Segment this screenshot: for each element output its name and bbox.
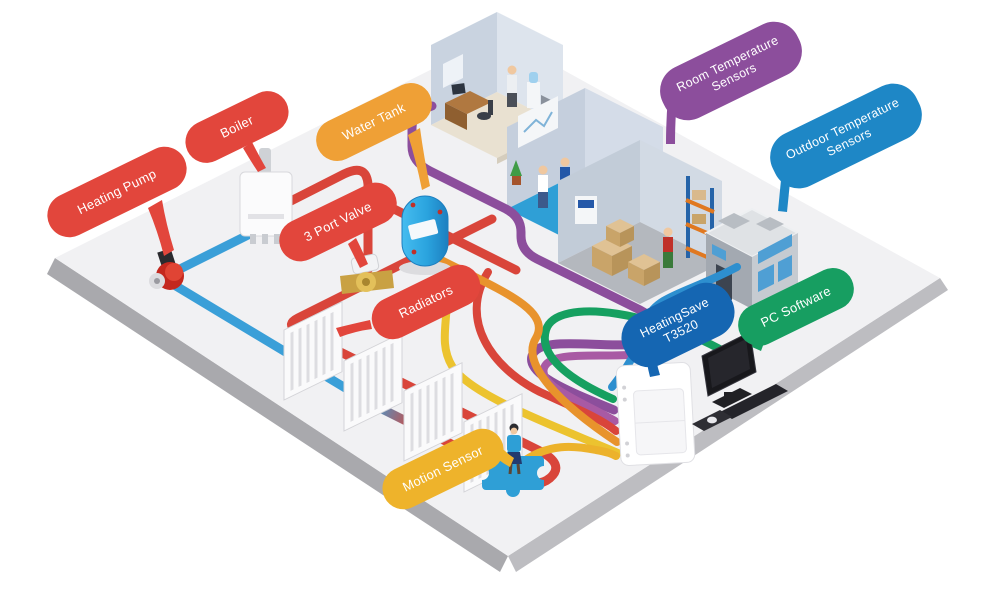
office-person-head bbox=[507, 65, 517, 75]
pc-mouse bbox=[707, 416, 717, 424]
box2-right bbox=[620, 226, 634, 247]
box-right bbox=[612, 246, 632, 276]
pump-cap-screw bbox=[154, 278, 160, 284]
pc-keyboard bbox=[720, 384, 788, 419]
warehouse-worker-shirt bbox=[663, 237, 673, 252]
boiler-pipe-stub-1 bbox=[250, 234, 256, 244]
controller-led-1 bbox=[622, 385, 627, 390]
office-chair-seat bbox=[477, 112, 491, 120]
heatingsave-controller bbox=[615, 362, 696, 466]
building-window-l1 bbox=[712, 244, 726, 261]
pump-body-highlight bbox=[165, 263, 183, 281]
radiator-2 bbox=[343, 331, 403, 432]
boiler-vent bbox=[248, 214, 284, 219]
reception-person1-legs bbox=[538, 192, 548, 208]
walker-leg-2 bbox=[516, 463, 521, 475]
office-monitor bbox=[451, 83, 466, 95]
water-tank bbox=[399, 195, 451, 275]
radiator-3 bbox=[403, 361, 463, 462]
floor-top bbox=[55, 35, 940, 556]
reception-person2-head bbox=[560, 157, 570, 167]
pipe-tank-feed bbox=[433, 254, 621, 446]
office-chair-back bbox=[488, 100, 493, 115]
office-desk-front bbox=[445, 103, 467, 130]
pipe-red-to-controller bbox=[472, 268, 620, 435]
pipe-pump-radiators bbox=[161, 275, 377, 409]
controller-panel-split bbox=[634, 419, 685, 424]
tank-nut-3 bbox=[411, 249, 417, 255]
tail-water-tank bbox=[408, 128, 430, 190]
walker-jacket bbox=[507, 435, 521, 452]
tail-heating-pump bbox=[148, 200, 174, 256]
tail-3-port-valve bbox=[348, 238, 368, 268]
warehouse-worker-pants bbox=[663, 252, 673, 268]
office-person-legs bbox=[507, 93, 517, 107]
tank-label bbox=[408, 219, 439, 240]
radiator-1 bbox=[283, 300, 343, 401]
rack-box-1 bbox=[692, 190, 706, 200]
pc-monitor-base bbox=[712, 388, 752, 408]
office-window bbox=[443, 54, 463, 88]
office-desk-top bbox=[445, 91, 492, 114]
warehouse-boxes bbox=[592, 219, 660, 286]
walker-leg-1 bbox=[508, 463, 513, 475]
rooftop-unit-2 bbox=[756, 217, 784, 231]
controller-led-4 bbox=[625, 453, 630, 458]
reception-person1-body bbox=[538, 175, 548, 192]
tail-radiators bbox=[336, 320, 372, 337]
water-cooler bbox=[527, 82, 540, 108]
box-left bbox=[592, 246, 612, 276]
building-window-r1 bbox=[758, 264, 774, 292]
rooftop-unit-1 bbox=[718, 213, 750, 229]
rack-beam-1 bbox=[685, 198, 715, 214]
office-person-body bbox=[507, 75, 517, 93]
boiler-pipe-stub-2 bbox=[262, 234, 268, 244]
building-window-r2 bbox=[778, 255, 792, 282]
heating-pump bbox=[149, 248, 184, 290]
screen-chart bbox=[523, 111, 553, 133]
box2-left bbox=[606, 226, 620, 247]
warehouse-room bbox=[558, 140, 722, 304]
tail-boiler bbox=[243, 142, 266, 172]
controller-led-3 bbox=[625, 441, 630, 446]
boiler-pipe-stub-3 bbox=[274, 234, 280, 244]
pipe-motion-link bbox=[516, 442, 620, 468]
reception-person1-head bbox=[538, 165, 548, 175]
plant-left-pot bbox=[512, 176, 521, 185]
pc-workstation bbox=[692, 331, 788, 431]
rack-box-2 bbox=[692, 214, 706, 224]
tank-nut-1 bbox=[410, 202, 416, 208]
warehouse-worker-head bbox=[663, 227, 673, 237]
box3-right bbox=[644, 262, 660, 286]
valve-boss-center bbox=[362, 278, 370, 286]
water-cooler-bottle bbox=[529, 72, 538, 83]
walker-face bbox=[510, 427, 518, 435]
plant-left bbox=[510, 160, 522, 176]
warehouse-poster-logo bbox=[578, 200, 594, 208]
tank-nut-2 bbox=[437, 209, 443, 215]
floor-edge-right bbox=[508, 278, 948, 572]
box3-left bbox=[628, 262, 644, 286]
reception-person2-body bbox=[560, 167, 570, 185]
building-window-band bbox=[758, 234, 792, 264]
controller-led-2 bbox=[622, 397, 627, 402]
pc-screen bbox=[708, 339, 750, 388]
